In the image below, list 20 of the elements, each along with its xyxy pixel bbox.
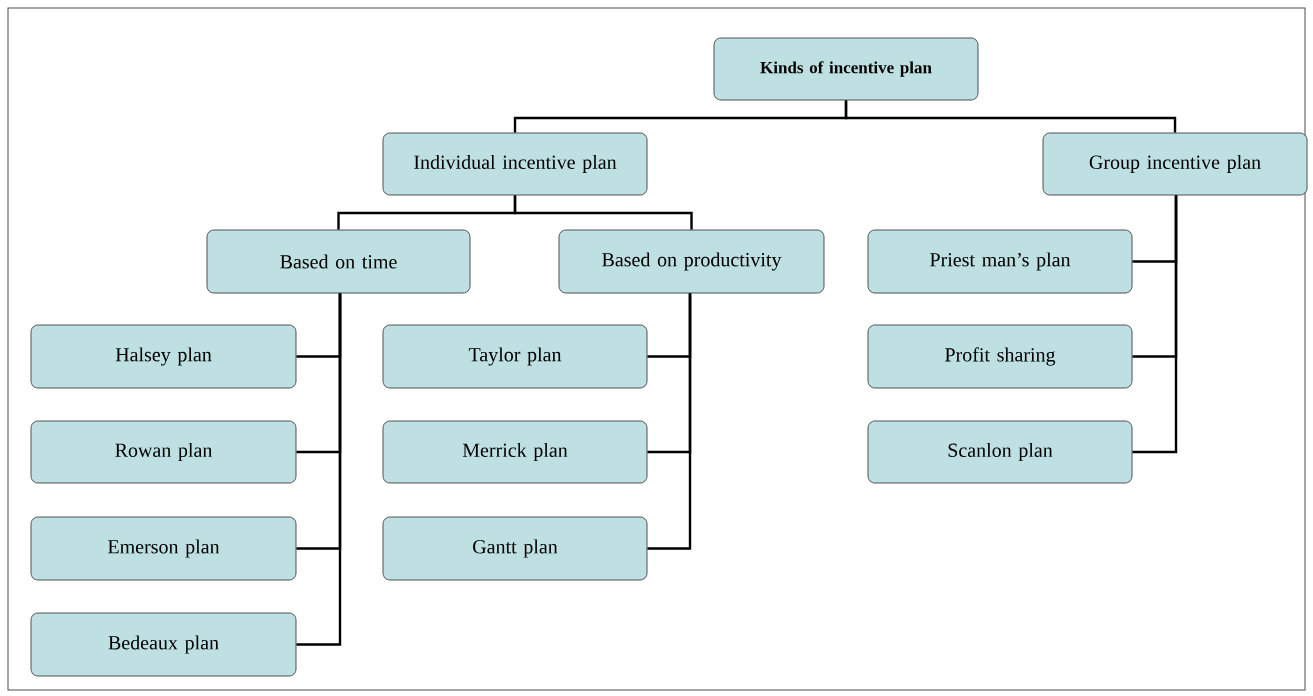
connector-line <box>844 100 1177 133</box>
connector-line <box>647 293 692 550</box>
connector-line <box>296 293 342 646</box>
connector-line <box>1132 195 1178 454</box>
plan-box: Gantt plan <box>382 516 648 581</box>
plan-box: Taylor plan <box>382 324 648 389</box>
plan-box: Bedeaux plan <box>30 612 297 677</box>
plan-box: Scanlon plan <box>867 420 1133 484</box>
plan-box: Emerson plan <box>30 516 297 581</box>
plan-box: Rowan plan <box>30 420 297 484</box>
plan-box: Merrick plan <box>382 420 648 484</box>
plan-box: Group incentive plan <box>1042 132 1308 196</box>
plan-box: Profit sharing <box>867 324 1133 389</box>
plan-box: Based on time <box>206 229 471 294</box>
plan-box: Priest man’s plan <box>867 229 1133 294</box>
plan-box: Halsey plan <box>30 324 297 389</box>
connector-line <box>513 195 693 230</box>
plan-box: Individual incentive plan <box>382 132 648 196</box>
plan-box: Kinds of incentive plan <box>713 37 979 101</box>
plan-box: Based on productivity <box>558 229 825 294</box>
